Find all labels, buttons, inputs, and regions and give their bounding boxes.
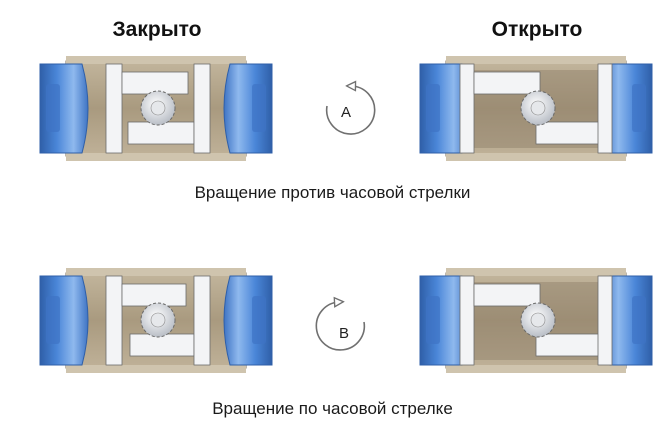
arrow-letter-b: B: [339, 325, 349, 342]
end-cap-right-bolt: [632, 296, 646, 344]
pinion-hub: [530, 100, 546, 116]
caption-counterclockwise: Вращение против часовой стрелки: [194, 183, 471, 202]
body-flange-bottom: [446, 365, 626, 373]
header-closed: Закрыто: [112, 18, 202, 41]
piston-left: [105, 275, 123, 366]
actuator-closed-cw: [39, 268, 273, 373]
actuator-open-ccw: [419, 56, 653, 161]
ccw-arrow-icon: [325, 86, 376, 135]
body-flange-top: [66, 268, 246, 276]
piston-left: [459, 63, 475, 154]
rack-upper: [121, 71, 189, 95]
rack-upper: [473, 283, 541, 307]
pinion-hub: [150, 100, 166, 116]
rack-upper: [121, 283, 187, 307]
end-cap-left-bolt: [426, 296, 440, 344]
rack-lower: [535, 333, 603, 357]
pinion-hub: [530, 312, 546, 328]
body-flange-top: [446, 56, 626, 64]
body-flange-bottom: [66, 365, 246, 373]
body-flange-top: [66, 56, 246, 64]
end-cap-right-bolt: [632, 84, 646, 132]
rotation-arrow-ccw: A: [325, 86, 376, 135]
cw-arrow-icon: [315, 302, 366, 351]
caption-clockwise: Вращение по часовой стрелке: [212, 399, 453, 418]
rotation-arrow-cw: B: [315, 302, 366, 351]
end-cap-left-bolt: [426, 84, 440, 132]
piston-right: [193, 63, 211, 154]
actuator-open-cw: [419, 268, 653, 373]
piston-right: [597, 275, 613, 366]
piston-left: [459, 275, 475, 366]
end-cap-left-bolt: [46, 296, 60, 344]
body-flange-top: [446, 268, 626, 276]
actuator-closed-ccw: [39, 56, 273, 161]
body-flange-bottom: [66, 153, 246, 161]
end-cap-left-bolt: [46, 84, 60, 132]
rack-upper: [473, 71, 541, 95]
rack-lower: [129, 333, 195, 357]
end-cap-right-bolt: [252, 84, 266, 132]
end-cap-right-bolt: [252, 296, 266, 344]
arrow-letter-a: A: [341, 104, 351, 121]
rack-lower: [535, 121, 603, 145]
piston-right: [597, 63, 613, 154]
piston-left: [105, 63, 123, 154]
piston-right: [193, 275, 211, 366]
body-flange-bottom: [446, 153, 626, 161]
pinion-hub: [150, 312, 166, 328]
rack-lower: [127, 121, 195, 145]
header-open: Открыто: [491, 18, 583, 41]
